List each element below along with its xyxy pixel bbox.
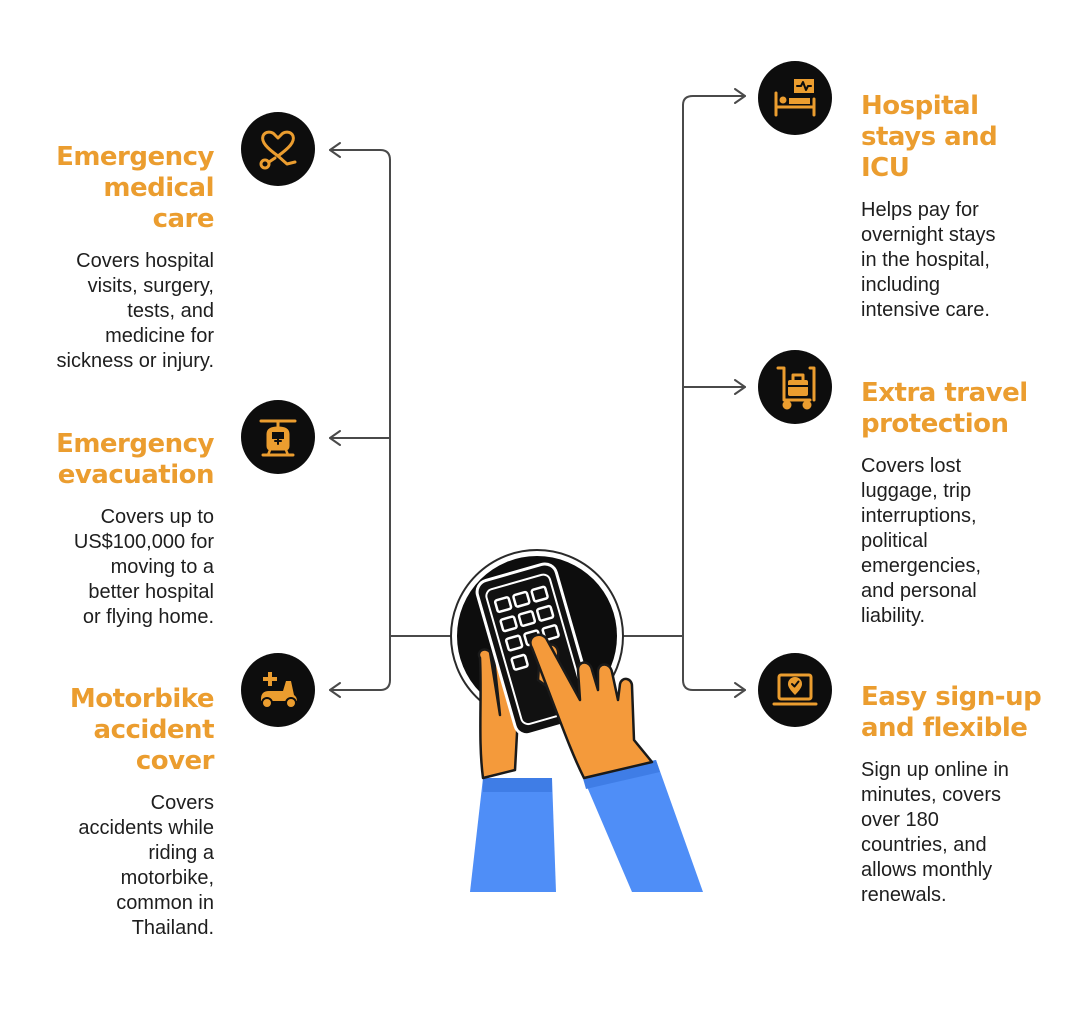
arrowhead-right-2 [734, 379, 746, 395]
motorbike-medical-icon [241, 653, 315, 727]
right-trunk-bottom [682, 679, 746, 691]
feature-description: Covers accidents while riding a motorbik… [78, 792, 214, 939]
feature-emergency-medical-care: Emergency medical care Covers hospital v… [0, 142, 214, 374]
feature-description: Covers lost luggage, trip interruptions,… [861, 455, 982, 627]
hospital-bed-icon [758, 61, 832, 135]
right-trunk-top [682, 95, 746, 106]
feature-emergency-evacuation: Emergency evacuation Covers up to US$100… [0, 429, 214, 630]
feature-description: Covers up to US$100,000 for moving to a … [73, 506, 214, 628]
feature-description: Helps pay for overnight stays in the hos… [861, 199, 996, 321]
feature-motorbike-accident-cover: Motorbike accident cover Covers accident… [0, 684, 215, 941]
feature-description: Sign up online in minutes, covers over 1… [861, 759, 1009, 906]
arrowhead-left-3 [329, 682, 341, 698]
feature-title: Emergency medical care [56, 142, 214, 234]
feature-easy-sign-up: Easy sign-up and flexible Sign up online… [861, 682, 1061, 908]
luggage-cart-icon [758, 350, 832, 424]
feature-title: Emergency evacuation [56, 429, 214, 490]
feature-title: Hospital stays and ICU [861, 91, 998, 183]
feature-title: Easy sign-up and flexible [861, 682, 1042, 743]
feature-title: Extra travel protection [861, 378, 1028, 439]
hands-phone-icon [450, 549, 703, 892]
arrowhead-right-3 [734, 682, 746, 698]
arrowhead-left-1 [329, 142, 341, 158]
feature-hospital-stays-icu: Hospital stays and ICU Helps pay for ove… [861, 91, 1061, 323]
feature-extra-travel-protection: Extra travel protection Covers lost lugg… [861, 378, 1061, 629]
helicopter-icon [241, 400, 315, 474]
left-trunk-bottom [329, 679, 391, 691]
arrowhead-right-1 [734, 88, 746, 104]
stethoscope-heart-icon [241, 112, 315, 186]
left-trunk-line [329, 149, 391, 161]
feature-title: Motorbike accident cover [69, 684, 215, 776]
laptop-check-icon [758, 653, 832, 727]
feature-description: Covers hospital visits, surgery, tests, … [56, 250, 214, 372]
arrowhead-left-2 [329, 430, 341, 446]
